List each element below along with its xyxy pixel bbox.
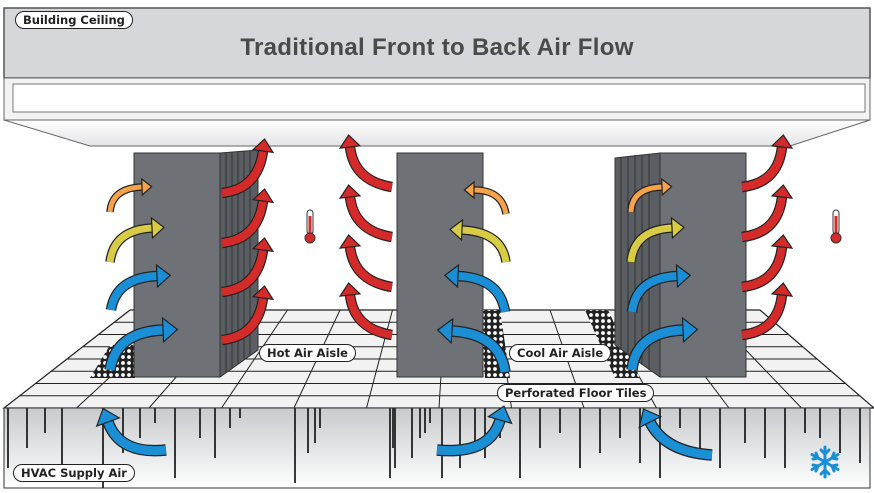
airflow-arrow bbox=[221, 285, 275, 346]
airflow-arrow bbox=[626, 263, 692, 313]
airflow-arrow bbox=[221, 188, 275, 249]
label-perforated-floor-tiles: Perforated Floor Tiles bbox=[497, 384, 655, 402]
label-cool-air-aisle: Cool Air Aisle bbox=[509, 344, 612, 362]
building-ceiling bbox=[3, 7, 871, 147]
thermometer-icon bbox=[304, 209, 316, 244]
airflow-arrow bbox=[638, 408, 713, 461]
label-building-ceiling: Building Ceiling bbox=[15, 11, 133, 29]
thermometer-icon bbox=[830, 209, 842, 244]
airflow-arrow bbox=[105, 263, 172, 312]
airflow-arrow bbox=[449, 218, 511, 263]
airflow-arrow bbox=[95, 407, 167, 457]
airflow-arrow bbox=[436, 405, 513, 457]
airflow-arrow bbox=[104, 316, 179, 372]
airflow-arrow bbox=[105, 216, 165, 263]
server-rack-right bbox=[614, 152, 747, 378]
airflow-arrow bbox=[221, 138, 275, 199]
airflow-arrow bbox=[741, 134, 794, 193]
airflow-arrow bbox=[741, 282, 794, 341]
airflow-arrow bbox=[741, 234, 794, 293]
airflow-arrow bbox=[626, 216, 685, 263]
floor-grid-line bbox=[366, 309, 393, 409]
snowflake-icon bbox=[810, 445, 840, 479]
airflow-arrow bbox=[436, 317, 511, 374]
floor-grid-line bbox=[221, 309, 288, 409]
airflow-arrow bbox=[338, 134, 394, 193]
airflow-arrow bbox=[338, 184, 394, 243]
airflow-arrow bbox=[106, 177, 153, 213]
label-hvac-supply-air: HVAC Supply Air bbox=[13, 464, 135, 482]
label-hot-air-aisle: Hot Air Aisle bbox=[259, 344, 356, 362]
airflow-arrow bbox=[338, 282, 394, 341]
airflow-arrow bbox=[627, 177, 673, 213]
airflow-arrow bbox=[338, 234, 394, 293]
airflow-arrow bbox=[443, 263, 511, 314]
airflow-arrow bbox=[463, 180, 510, 215]
airflow-arrow bbox=[741, 184, 794, 243]
airflow-arrow bbox=[221, 237, 275, 298]
airflow-arrow bbox=[626, 316, 699, 371]
diagram-title: Traditional Front to Back Air Flow bbox=[240, 34, 634, 61]
